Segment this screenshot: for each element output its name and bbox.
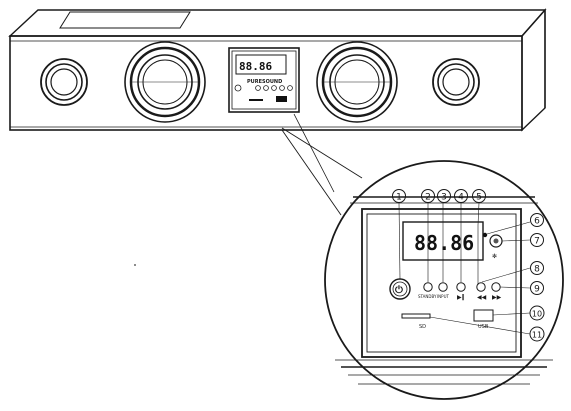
callout-4: 4 bbox=[454, 189, 468, 203]
svg-text:8: 8 bbox=[534, 265, 540, 275]
callout-6: 6 bbox=[530, 213, 544, 227]
input-label: INPUT bbox=[437, 294, 450, 299]
magnified-view: 88.86 ✻ ⏻ STANDBY INPUT ▶‖ ◀◀ bbox=[324, 160, 564, 400]
play-pause-icon: ▶‖ bbox=[457, 294, 465, 301]
svg-text:3: 3 bbox=[441, 193, 447, 203]
svg-text:9: 9 bbox=[534, 285, 540, 295]
callout-8: 8 bbox=[530, 261, 544, 275]
callout-3: 3 bbox=[437, 189, 451, 203]
previous-button[interactable]: ◀◀ bbox=[476, 282, 487, 301]
callout-7: 7 bbox=[530, 233, 544, 247]
callout-9: 9 bbox=[530, 281, 544, 295]
next-icon: ▶▶ bbox=[492, 294, 502, 301]
next-button[interactable]: ▶▶ bbox=[491, 282, 502, 301]
callout-10: 10 bbox=[529, 305, 545, 321]
standby-button[interactable]: STANDBY bbox=[418, 282, 437, 299]
svg-text:10: 10 bbox=[532, 310, 542, 319]
panel-display-readout: 88.86 bbox=[414, 231, 474, 255]
usb-port[interactable]: USB bbox=[473, 309, 494, 330]
standby-label: STANDBY bbox=[418, 294, 437, 299]
svg-text:✻: ✻ bbox=[492, 253, 497, 260]
svg-text:7: 7 bbox=[534, 237, 540, 247]
left-tweeter bbox=[40, 58, 88, 106]
mini-brand-label: PURESOUND bbox=[247, 79, 282, 85]
callout-11: 11 bbox=[529, 326, 545, 342]
svg-text:5: 5 bbox=[476, 193, 482, 203]
power-icon: ⏻ bbox=[395, 284, 403, 296]
svg-text:1: 1 bbox=[396, 193, 402, 203]
usb-label: USB bbox=[478, 324, 489, 330]
input-button[interactable]: INPUT bbox=[437, 282, 450, 299]
right-woofer bbox=[316, 41, 398, 123]
callout-2: 2 bbox=[421, 189, 435, 203]
soundbar: 88.86 PURESOUND bbox=[8, 8, 547, 132]
play-pause-button[interactable]: ▶‖ bbox=[456, 282, 466, 301]
power-button[interactable]: ⏻ bbox=[389, 278, 411, 300]
mini-display-readout: 88.86 bbox=[239, 60, 272, 73]
sd-card-slot[interactable]: SD bbox=[401, 313, 431, 330]
svg-text:11: 11 bbox=[532, 331, 542, 340]
indicator-led bbox=[482, 232, 488, 238]
svg-text:6: 6 bbox=[534, 217, 540, 227]
callout-leaders bbox=[398, 202, 531, 335]
previous-icon: ◀◀ bbox=[477, 294, 487, 301]
svg-text:4: 4 bbox=[458, 193, 464, 203]
left-woofer bbox=[124, 41, 206, 123]
svg-text:2: 2 bbox=[425, 193, 431, 203]
right-tweeter bbox=[432, 58, 480, 106]
mini-control-panel: 88.86 PURESOUND bbox=[228, 47, 300, 113]
callout-1: 1 bbox=[392, 189, 406, 203]
magnifier-leader bbox=[281, 113, 363, 216]
sd-label: SD bbox=[419, 324, 426, 330]
callout-5: 5 bbox=[472, 189, 486, 203]
